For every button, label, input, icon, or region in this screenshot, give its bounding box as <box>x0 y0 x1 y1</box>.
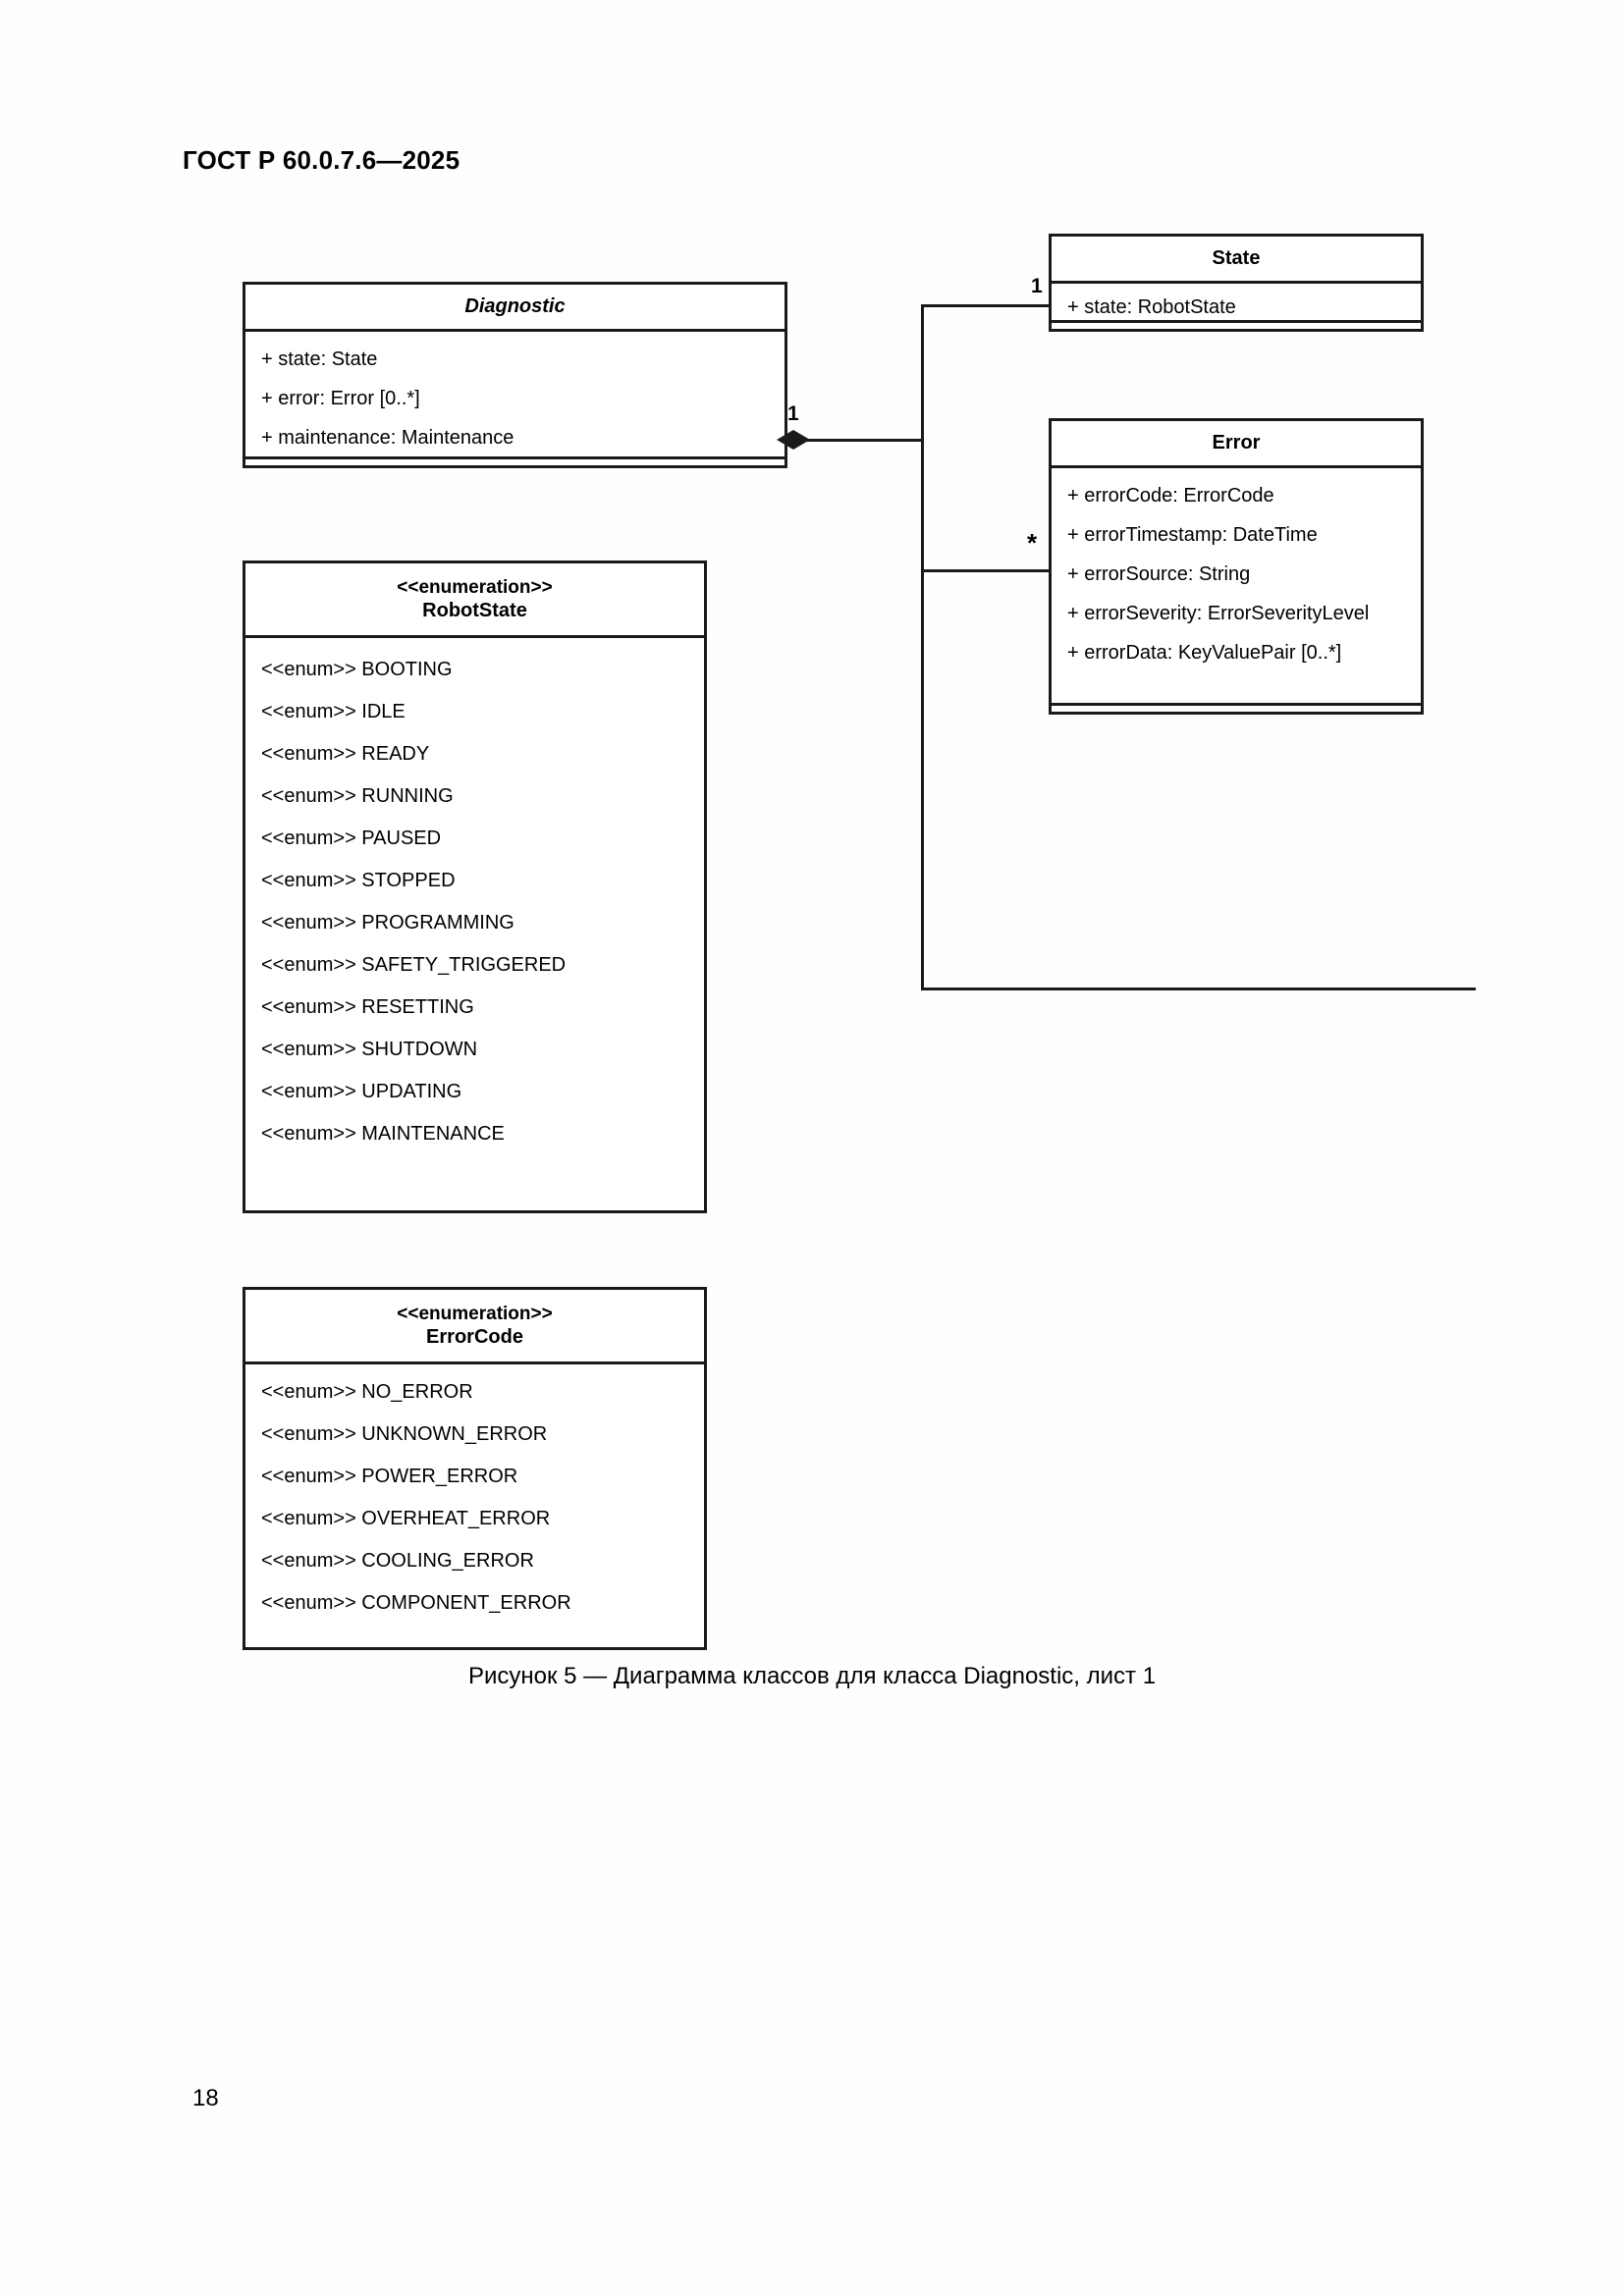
class-box-diagnostic: Diagnostic + state: State + error: Error… <box>243 282 787 468</box>
class-box-error: Error + errorCode: ErrorCode + errorTime… <box>1049 418 1424 715</box>
attribute-row: + errorSeverity: ErrorSeverityLevel <box>1067 603 1370 624</box>
enum-literal-row: <<enum>> COOLING_ERROR <box>261 1550 534 1572</box>
attribute-row: + state: RobotState <box>1067 296 1236 318</box>
enumeration-title-errorcode: <<enumeration>> ErrorCode <box>245 1290 704 1364</box>
enum-literal-row: <<enum>> RESETTING <box>261 996 474 1018</box>
enum-literal-row: <<enum>> MAINTENANCE <box>261 1123 505 1145</box>
class-box-state: State + state: RobotState <box>1049 234 1424 332</box>
enum-literal-row: <<enum>> RUNNING <box>261 785 454 807</box>
multiplicity-error-end: * <box>1027 528 1038 558</box>
enumeration-name: RobotState <box>422 599 527 621</box>
attribute-row: + maintenance: Maintenance <box>261 427 514 449</box>
enumeration-literals-robotstate: <<enum>> BOOTING <<enum>> IDLE <<enum>> … <box>245 638 704 1180</box>
enum-literal-row: <<enum>> STOPPED <box>261 870 456 891</box>
enum-literal-row: <<enum>> NO_ERROR <box>261 1381 473 1403</box>
enum-literal-row: <<enum>> PAUSED <box>261 828 442 849</box>
attribute-row: + error: Error [0..*] <box>261 388 420 409</box>
enum-literal-row: <<enum>> OVERHEAT_ERROR <box>261 1508 551 1529</box>
attribute-row: + errorTimestamp: DateTime <box>1067 524 1318 546</box>
enumeration-title-robotstate: <<enumeration>> RobotState <box>245 563 704 638</box>
class-operations-error <box>1052 703 1421 712</box>
enumeration-name: ErrorCode <box>426 1325 523 1348</box>
enum-literal-row: <<enum>> UNKNOWN_ERROR <box>261 1423 548 1445</box>
document-standard-header: ГОСТ Р 60.0.7.6—2025 <box>183 145 460 175</box>
class-operations-diagnostic <box>245 456 785 465</box>
class-title-state: State <box>1052 237 1421 284</box>
attribute-row: + errorCode: ErrorCode <box>1067 485 1274 507</box>
enum-literal-row: <<enum>> UPDATING <box>261 1081 462 1102</box>
page-number: 18 <box>192 2085 219 2111</box>
association-trunk-line <box>921 304 924 990</box>
composition-diamond-icon <box>777 430 810 450</box>
enumeration-literals-errorcode: <<enum>> NO_ERROR <<enum>> UNKNOWN_ERROR… <box>245 1364 704 1649</box>
enum-literal-row: <<enum>> BOOTING <box>261 659 453 680</box>
class-operations-state <box>1052 320 1421 329</box>
stereotype-label: <<enumeration>> <box>397 576 553 598</box>
class-title-error: Error <box>1052 421 1421 468</box>
enum-literal-row: <<enum>> POWER_ERROR <box>261 1466 518 1487</box>
class-title-diagnostic: Diagnostic <box>245 285 785 332</box>
class-attributes-state: + state: RobotState <box>1052 284 1421 350</box>
enum-literal-row: <<enum>> SHUTDOWN <box>261 1039 478 1060</box>
enum-literal-row: <<enum>> READY <box>261 743 430 765</box>
attribute-row: + errorData: KeyValuePair [0..*] <box>1067 642 1342 664</box>
multiplicity-diagnostic-end: 1 <box>787 402 799 425</box>
association-branch-state <box>921 304 1051 307</box>
stereotype-label: <<enumeration>> <box>397 1303 553 1324</box>
attribute-row: + state: State <box>261 348 378 370</box>
class-attributes-error: + errorCode: ErrorCode + errorTimestamp:… <box>1052 468 1421 696</box>
enum-literal-row: <<enum>> COMPONENT_ERROR <box>261 1592 571 1614</box>
class-attributes-diagnostic: + state: State + error: Error [0..*] + m… <box>245 332 785 481</box>
attribute-row: + errorSource: String <box>1067 563 1251 585</box>
enum-literal-row: <<enum>> IDLE <box>261 701 406 722</box>
association-trunk-bottom-stub <box>921 988 1476 990</box>
enum-literal-row: <<enum>> SAFETY_TRIGGERED <box>261 954 567 976</box>
enumeration-box-errorcode: <<enumeration>> ErrorCode <<enum>> NO_ER… <box>243 1287 707 1650</box>
association-branch-error <box>921 569 1051 572</box>
multiplicity-state-end: 1 <box>1031 275 1043 297</box>
figure-caption: Рисунок 5 — Диаграмма классов для класса… <box>467 1663 1157 1689</box>
enumeration-box-robotstate: <<enumeration>> RobotState <<enum>> BOOT… <box>243 561 707 1213</box>
enum-literal-row: <<enum>> PROGRAMMING <box>261 912 514 934</box>
association-branch-diagnostic <box>785 439 923 442</box>
